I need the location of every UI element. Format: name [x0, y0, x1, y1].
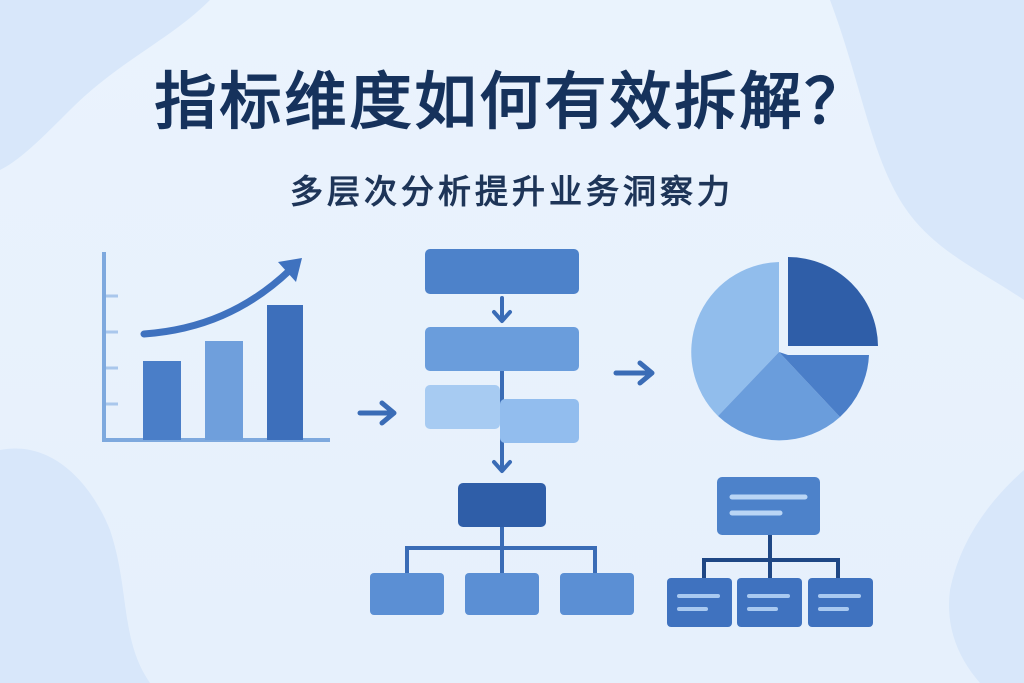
- pie-slice-light: [691, 262, 779, 416]
- chart-bar-1: [143, 361, 181, 440]
- bar-chart-trend-icon: [102, 252, 330, 442]
- layer-breakdown-flow-icon: [425, 249, 579, 473]
- pie-slice-dark: [788, 256, 878, 346]
- flow-box-split-right: [500, 399, 579, 443]
- tree-root-box: [458, 483, 546, 527]
- tree-leaf-box: [465, 573, 539, 615]
- page-title: 指标维度如何有效拆解？: [154, 65, 870, 138]
- blob-top-left: [0, 0, 210, 170]
- pie-slice-mid: [779, 352, 869, 417]
- chart-bar-2: [205, 341, 243, 440]
- chart-bar-3: [267, 305, 303, 440]
- flow-box-top: [425, 249, 579, 294]
- arrow-right-icon: [613, 360, 655, 386]
- blob-bottom-left: [0, 448, 150, 683]
- tree-leaf-box: [370, 573, 444, 615]
- arrow-down-icon: [492, 446, 512, 473]
- tree-leaf-box: [560, 573, 634, 615]
- pie-slice-light-2: [718, 352, 840, 441]
- flow-box-middle: [425, 327, 579, 371]
- hierarchy-tree-icon: [370, 483, 634, 615]
- pie-chart-icon: [691, 256, 878, 441]
- arrow-down-icon: [492, 296, 512, 323]
- page-subtitle: 多层次分析提升业务洞察力: [290, 172, 734, 211]
- arrow-right-icon: [357, 400, 397, 426]
- tree-root-card: [717, 477, 820, 535]
- flow-box-split-left: [425, 385, 500, 429]
- hierarchy-tree-icon: [667, 477, 873, 627]
- tree-leaf-card: [737, 578, 802, 627]
- trend-arrow-line: [140, 266, 294, 338]
- blob-top-right: [830, 0, 1024, 300]
- trend-arrow-head: [278, 258, 302, 282]
- blob-bottom-right: [949, 470, 1024, 683]
- tree-leaf-card: [667, 578, 732, 627]
- tree-leaf-card: [808, 578, 873, 627]
